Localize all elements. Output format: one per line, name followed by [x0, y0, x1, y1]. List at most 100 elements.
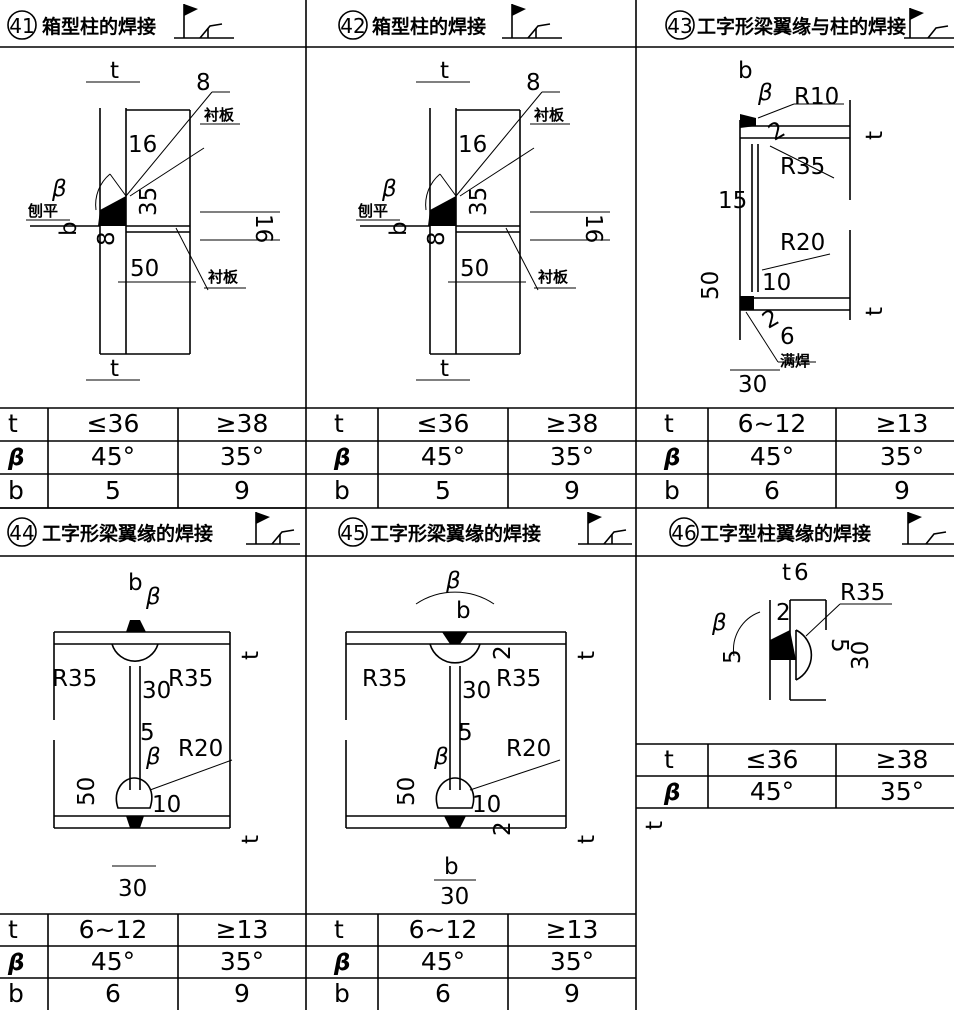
angle-beta: β	[711, 610, 727, 636]
panel-45-title: 45 工字形梁翼缘的焊接	[338, 512, 632, 547]
table-45: t 6~12 ≥13 β 45° 35° b 6 9	[306, 913, 636, 1010]
panel-44-title-text: 工字形梁翼缘的焊接	[42, 522, 213, 545]
dim-8-small: 8	[424, 231, 450, 246]
cell: 9	[564, 476, 580, 505]
cell-label: β	[7, 445, 24, 471]
dim-2: 2	[776, 600, 791, 626]
dim-t-top: t	[110, 58, 119, 84]
cell: 9	[234, 476, 250, 505]
cell-label: β	[333, 445, 350, 471]
panel-43-number: 43	[667, 14, 692, 38]
cell: 6	[435, 979, 451, 1008]
cell: ≥13	[876, 409, 929, 438]
label-r35: R35	[780, 154, 825, 180]
dim-5-left: 5	[720, 649, 746, 664]
dim-30-mid: 30	[462, 678, 491, 704]
cell: 9	[564, 979, 580, 1008]
dim-10: 10	[472, 792, 501, 818]
cell: ≥13	[546, 915, 599, 944]
dim-10: 10	[762, 270, 791, 296]
cell-label: t	[664, 745, 674, 774]
cell: 45°	[91, 947, 135, 976]
label-r35-left: R35	[362, 666, 407, 692]
label-full-weld: 满焊	[780, 352, 810, 370]
panel-43-title-text: 工字形梁翼缘与柱的焊接	[697, 15, 906, 38]
cell: 6	[764, 476, 780, 505]
dim-t-bottom: t	[238, 835, 264, 844]
cell: 35°	[880, 777, 924, 806]
weld-fill-top	[126, 620, 146, 632]
dim-50: 50	[698, 271, 724, 300]
dim-b: b	[456, 598, 471, 624]
dim-30: 30	[848, 641, 874, 670]
label-r35-right: R35	[496, 666, 541, 692]
angle-beta-bottom: β	[433, 744, 449, 770]
table-44: t 6~12 ≥13 β 45° 35° b 6 9	[0, 913, 306, 1010]
dim-b: b	[386, 221, 412, 236]
label-liner-bottom: 衬板	[208, 268, 239, 286]
cell: 35°	[550, 442, 594, 471]
panel-43-title: 43 工字形梁翼缘与柱的焊接	[665, 8, 954, 40]
angle-beta: β	[757, 80, 773, 106]
cell: 45°	[421, 442, 465, 471]
dim-8-small: 8	[94, 231, 120, 246]
dim-50: 50	[460, 256, 489, 282]
dim-50: 50	[74, 777, 100, 806]
cell: 45°	[750, 777, 794, 806]
panel-44-title: 44 工字形梁翼缘的焊接	[7, 512, 300, 547]
dim-t-bottom: t	[862, 307, 888, 316]
cell: 35°	[220, 947, 264, 976]
dim-8: 8	[526, 70, 541, 96]
cell: 6~12	[409, 915, 478, 944]
label-liner-top: 衬板	[534, 106, 565, 124]
panel-42-title: 42 箱型柱的焊接	[338, 4, 562, 40]
dim-6: 6	[780, 324, 795, 350]
dim-2-top: 2	[764, 117, 790, 147]
cell-label: t	[334, 915, 344, 944]
cell: ≥38	[216, 409, 269, 438]
dim-b: b	[128, 570, 143, 596]
cell: ≥13	[216, 915, 269, 944]
label-r10: R10	[794, 84, 839, 110]
cell-label: β	[7, 950, 24, 976]
dim-t: t	[782, 560, 791, 586]
weld-fill-bottom	[444, 816, 466, 828]
cell: 45°	[91, 442, 135, 471]
dim-t-top: t	[862, 131, 888, 140]
cell: 9	[234, 979, 250, 1008]
cell: ≤36	[746, 745, 799, 774]
dim-15: 15	[718, 188, 747, 214]
weld-fill	[98, 196, 126, 226]
dim-50: 50	[394, 777, 420, 806]
panel-41-number: 41	[9, 14, 34, 38]
angle-beta: β	[145, 584, 161, 610]
panel-44-drawing: b β R35 R35 30 5 β R20 50 10 30 t t	[52, 570, 264, 902]
cell: 5	[105, 476, 121, 505]
weld-symbol-flag-icon	[902, 512, 954, 545]
weld-symbol-flag-icon	[904, 8, 954, 39]
dim-16: 16	[458, 132, 487, 158]
panel-46-drawing: t 6 R35 2 5 β 5 30 t	[642, 560, 892, 830]
cell: 9	[894, 476, 910, 505]
dim-30: 30	[738, 372, 767, 398]
panel-42-drawing: t t 8 衬板 16 35 50 16 β b 刨平 8 衬板	[356, 58, 610, 382]
dim-16: 16	[128, 132, 157, 158]
dim-50: 50	[130, 256, 159, 282]
dim-6: 6	[794, 560, 809, 586]
label-planed: 刨平	[357, 202, 388, 220]
cell-label: b	[8, 979, 24, 1008]
angle-beta: β	[381, 176, 397, 202]
dim-5: 5	[458, 720, 473, 746]
dim-10: 10	[152, 792, 181, 818]
cell-label: β	[333, 950, 350, 976]
dim-t-right: t	[642, 821, 668, 830]
cell: 6~12	[79, 915, 148, 944]
panel-45-drawing: β b R35 R35 30 5 β R20 50 10 2 2 b 30 t …	[345, 568, 600, 910]
cell: ≥38	[876, 745, 929, 774]
table-46: t ≤36 ≥38 β 45° 35°	[636, 743, 954, 808]
panel-42-number: 42	[340, 14, 365, 38]
label-liner-top: 衬板	[204, 106, 235, 124]
dim-8: 8	[196, 70, 211, 96]
weld-symbol-flag-icon	[502, 4, 562, 39]
